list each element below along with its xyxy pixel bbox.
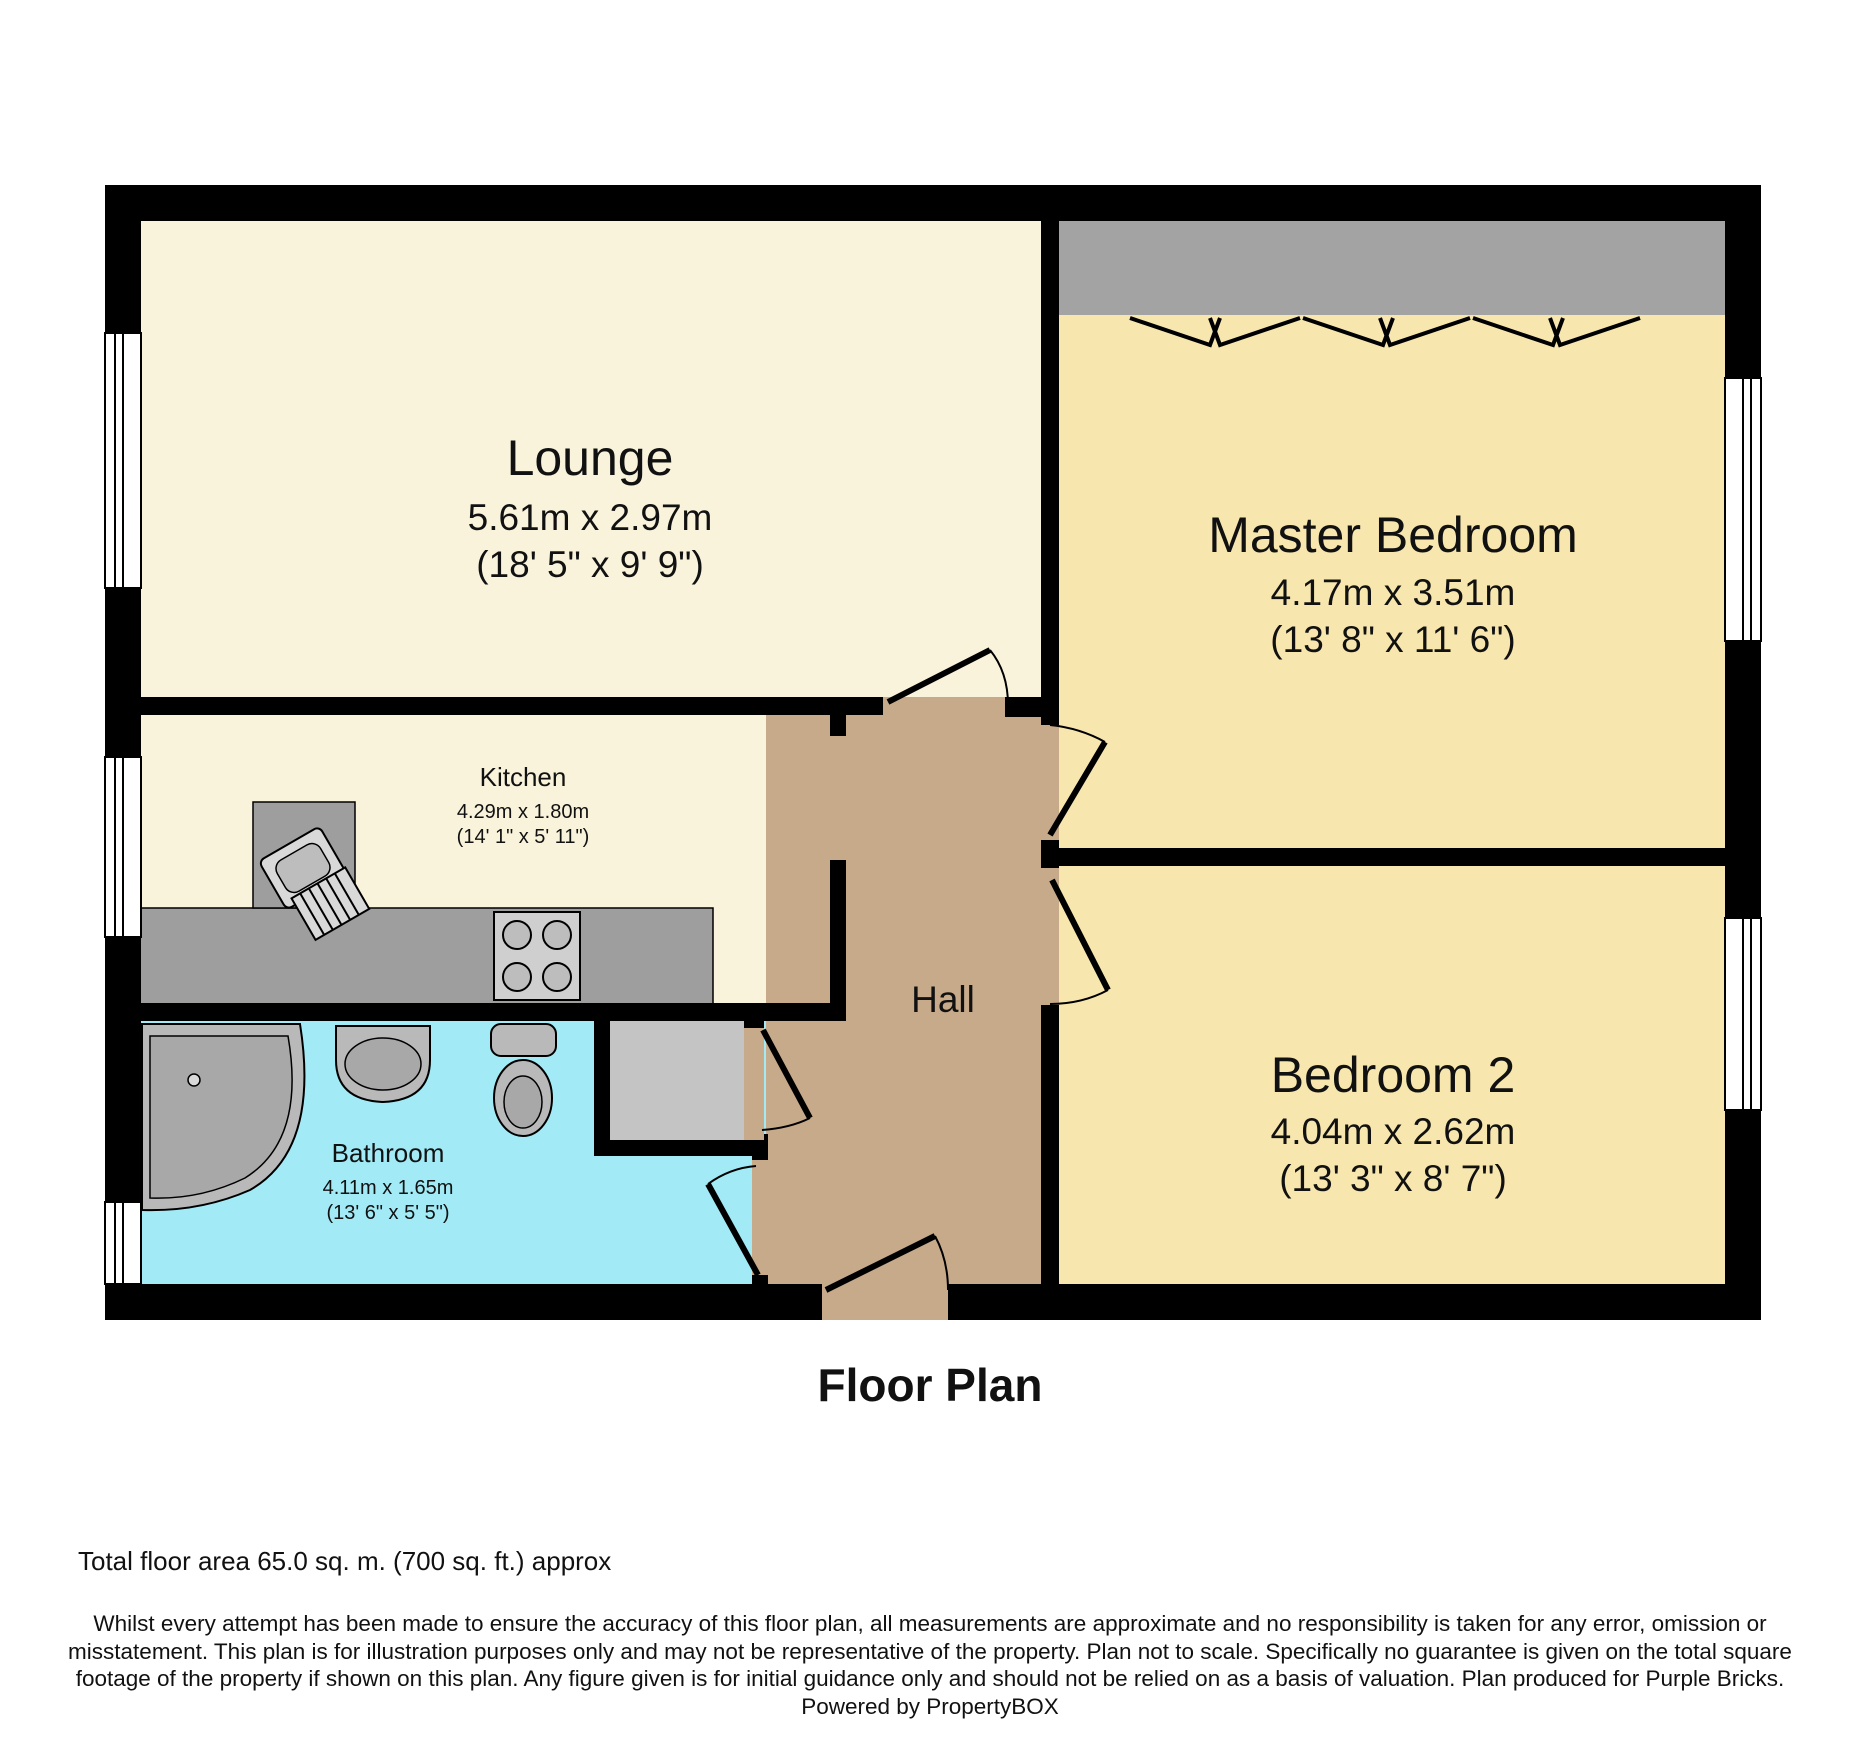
windows <box>104 332 1762 1285</box>
doors <box>705 647 1111 1293</box>
kitchen-metric: 4.29m x 1.80m <box>457 801 589 823</box>
bedroom-2-doorway <box>1041 868 1059 1005</box>
bath-icon <box>141 1023 306 1212</box>
master-bedroom-name: Master Bedroom <box>1208 507 1578 563</box>
bedroom-2-imperial: (13' 3" x 8' 7") <box>1279 1158 1507 1199</box>
entrance-threshold <box>822 1284 948 1320</box>
bedroom-2-name: Bedroom 2 <box>1271 1047 1516 1103</box>
sink-icon <box>259 827 371 942</box>
kitchen-imperial: (14' 1" x 5' 11") <box>457 826 590 848</box>
master-bedroom-metric: 4.17m x 3.51m <box>1271 572 1516 613</box>
lounge-doorway <box>883 697 1005 715</box>
kitchen-doorway <box>830 736 846 860</box>
disclaimer-text: Whilst every attempt has been made to en… <box>68 1611 1792 1719</box>
lounge-metric: 5.61m x 2.97m <box>468 497 713 538</box>
plan-caption: Floor Plan <box>817 1359 1043 1411</box>
washbasin-icon <box>335 1025 431 1104</box>
master-bedroom-imperial: (13' 8" x 11' 6") <box>1270 619 1515 660</box>
total-floor-area: Total floor area 65.0 sq. m. (700 sq. ft… <box>78 1546 612 1576</box>
kitchen-worktop <box>139 907 714 1006</box>
lounge-area <box>140 220 1042 700</box>
lounge-name: Lounge <box>507 430 674 486</box>
cupboard-doorway <box>744 1028 764 1140</box>
bedroom-2-area <box>1058 866 1726 1286</box>
master-doorway <box>1041 725 1059 840</box>
hob-icon <box>493 911 581 1001</box>
hall-name: Hall <box>911 979 975 1020</box>
bathroom-metric: 4.11m x 1.65m <box>323 1177 454 1199</box>
toilet-icon <box>490 1023 557 1137</box>
floor-plan-drawing: Lounge 5.61m x 2.97m (18' 5" x 9' 9") Ma… <box>104 185 1762 1320</box>
lounge-imperial: (18' 5" x 9' 9") <box>476 544 704 585</box>
bathroom-name: Bathroom <box>332 1138 445 1168</box>
bedroom-2-metric: 4.04m x 2.62m <box>1271 1111 1516 1152</box>
bathroom-imperial: (13' 6" x 5' 5") <box>327 1202 450 1224</box>
bathroom-doorway <box>752 1160 768 1275</box>
storage-cupboard <box>610 1020 760 1142</box>
wardrobe <box>1058 220 1726 315</box>
kitchen-name: Kitchen <box>480 762 567 792</box>
walls <box>105 185 1761 1320</box>
wardrobe-doors <box>1129 316 1641 348</box>
